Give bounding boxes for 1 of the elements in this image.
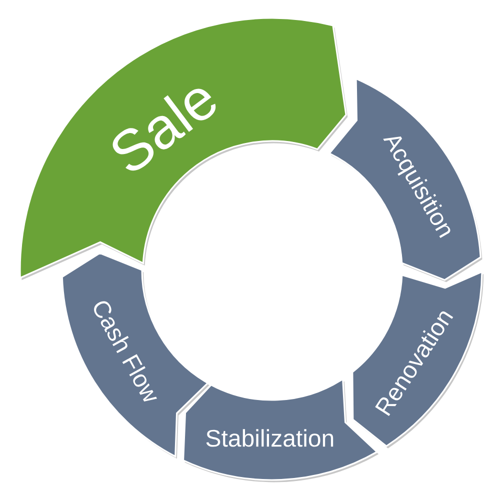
arrow-segment: Sale — [19, 17, 348, 280]
